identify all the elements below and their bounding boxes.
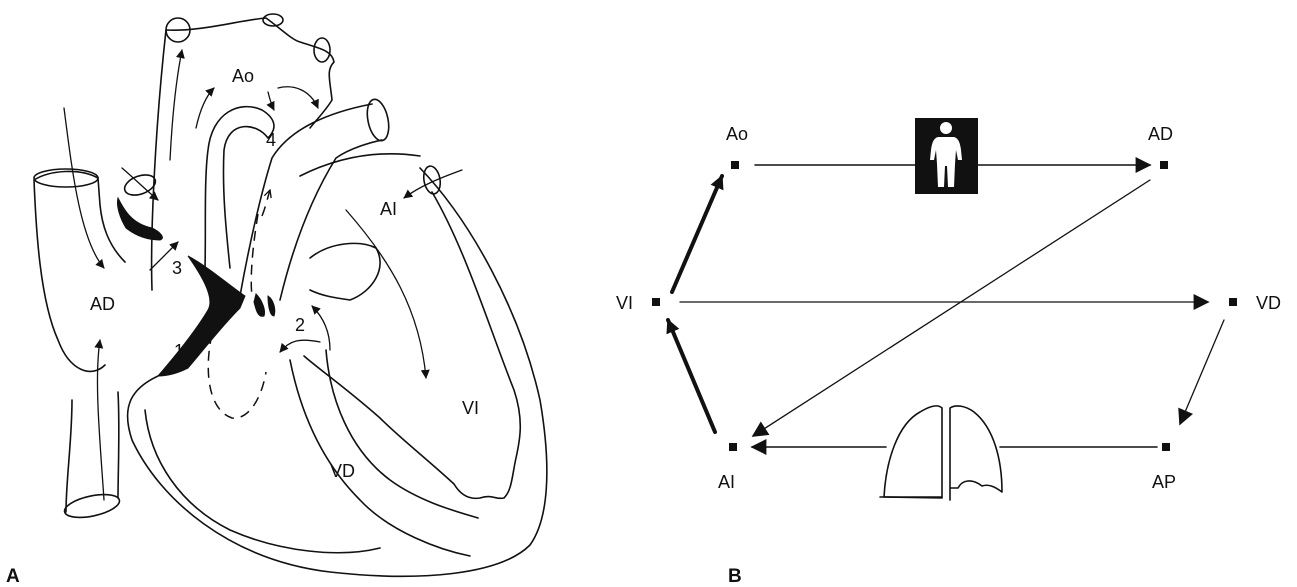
- label-4: 4: [266, 130, 276, 150]
- label-b-vi: VI: [616, 293, 633, 313]
- valve-leaflet-pulmonary: [254, 294, 275, 316]
- node-ai: [729, 443, 737, 451]
- label-b-ao: Ao: [726, 124, 748, 144]
- pulmonary-artery-opening: [364, 97, 392, 142]
- aortic-arch: [152, 18, 334, 290]
- edge-vi-ao: [672, 176, 722, 292]
- left-ventricle-wall: [304, 192, 520, 498]
- edge-ai-vi: [668, 320, 715, 432]
- panel-a-labels: Ao AD AI VD VI 1 2 3 4 A: [6, 66, 479, 587]
- septum: [290, 350, 478, 556]
- label-ao: Ao: [232, 66, 254, 86]
- label-b-ap: AP: [1152, 472, 1176, 492]
- label-b-ai: AI: [718, 472, 735, 492]
- pulmonary-trunk: [240, 104, 382, 300]
- node-ap: [1162, 443, 1170, 451]
- inferior-vena-cava: [66, 392, 119, 512]
- heart-outer-wall: [128, 168, 547, 576]
- panel-b-letter: B: [728, 566, 742, 587]
- human-body-icon: [915, 118, 978, 194]
- label-2: 2: [295, 315, 305, 335]
- node-ao: [731, 161, 739, 169]
- lungs-icon: [880, 406, 1002, 500]
- label-vi: VI: [462, 398, 479, 418]
- label-b-ad: AD: [1148, 124, 1173, 144]
- node-vd: [1229, 298, 1237, 306]
- edge-ad-ai: [753, 180, 1150, 436]
- node-vi: [652, 298, 660, 306]
- label-ad: AD: [90, 294, 115, 314]
- circulation-schematic: Ao AD VI VD AI AP B: [616, 118, 1281, 587]
- label-ai: AI: [380, 199, 397, 219]
- edge-vd-ap: [1180, 320, 1224, 424]
- label-vd: VD: [330, 461, 355, 481]
- flow-arrows-a: [64, 50, 462, 500]
- right-ventricle-wall: [145, 410, 380, 553]
- valve-leaflet-upper: [117, 198, 162, 240]
- superior-vena-cava: [34, 171, 125, 371]
- panel-a-letter: A: [6, 566, 20, 587]
- node-ad: [1160, 161, 1168, 169]
- label-b-vd: VD: [1256, 293, 1281, 313]
- label-3: 3: [172, 258, 182, 278]
- ivc-opening: [63, 490, 122, 521]
- label-1: 1: [174, 341, 184, 361]
